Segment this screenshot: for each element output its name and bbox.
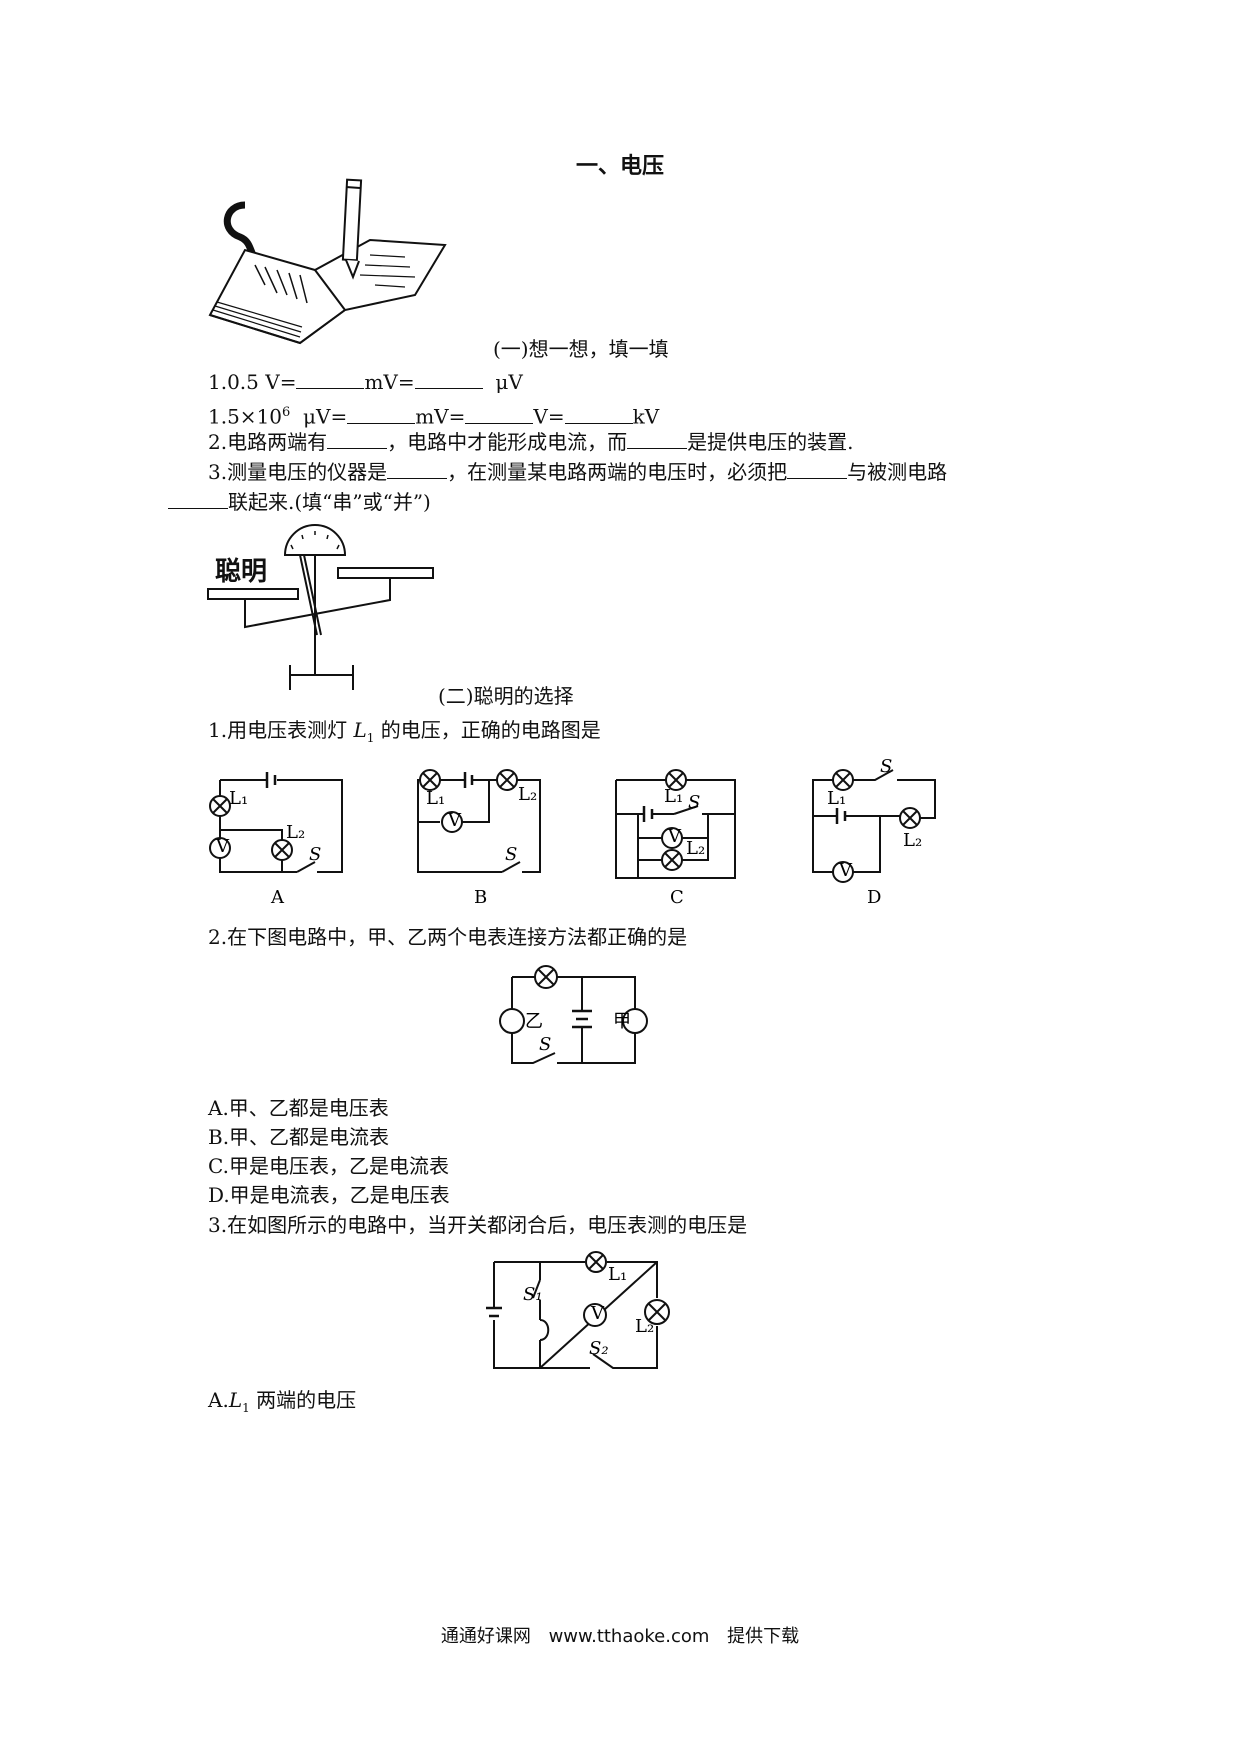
choice-question-2: 2.在下图电路中，甲、乙两个电表连接方法都正确的是 xyxy=(208,925,688,949)
q3-option-a[interactable]: A.L1 两端的电压 xyxy=(208,1384,356,1424)
lamp1-label: L₁ xyxy=(426,788,445,809)
book-pencil-illustration xyxy=(208,178,447,345)
q3a-prefix: A. xyxy=(208,1388,229,1412)
question-1a: 1.0.5 V= mV= μV xyxy=(208,366,523,398)
lamp1-label: L₁ xyxy=(664,786,683,807)
q1a-suffix: μV xyxy=(495,370,523,394)
blank[interactable] xyxy=(787,460,848,479)
balance-illustration: 聪明 xyxy=(207,524,434,690)
voltmeter-label: V xyxy=(590,1303,605,1324)
blank[interactable] xyxy=(465,405,534,424)
voltmeter-label: V xyxy=(667,826,682,847)
q3a-sub: 1 xyxy=(242,1401,250,1415)
lamp1-label: L₁ xyxy=(229,788,248,809)
switch-label: S xyxy=(505,844,517,865)
q3a-var: L xyxy=(228,1388,243,1412)
switch-label: S xyxy=(539,1034,551,1055)
cq1-var: L xyxy=(353,718,367,742)
q1a-prefix: 1.0.5 V= xyxy=(208,370,297,394)
option-label-c: C xyxy=(670,887,684,908)
circuit-diagram-a: L₁ L₂ V S A xyxy=(209,772,343,908)
blank[interactable] xyxy=(414,370,483,389)
option-label-b: B xyxy=(474,887,487,908)
q3-mid2: 与被测电路 xyxy=(847,460,948,484)
voltmeter-label: V xyxy=(215,836,230,857)
question-3-line2: 联起来.(填“串”或“并”) xyxy=(168,486,431,518)
blank[interactable] xyxy=(327,430,388,449)
circuit-diagram-d: L₁ S L₂ V D xyxy=(812,756,936,908)
q2-suffix: 是提供电压的装置. xyxy=(687,430,854,454)
voltmeter-label: V xyxy=(838,860,853,881)
q3-line2-suffix: 联起来.(填“串”或“并”) xyxy=(228,490,431,514)
circuit-diagram-q2: 乙 甲 S xyxy=(499,965,648,1064)
cq1-suffix: 的电压，正确的电路图是 xyxy=(374,718,601,742)
lamp1-label: L₁ xyxy=(827,788,846,809)
q2-option-a[interactable]: A.甲、乙都是电压表 xyxy=(208,1096,389,1120)
blank[interactable] xyxy=(168,490,228,509)
lamp2-label: L₂ xyxy=(518,784,537,805)
switch-label: S xyxy=(309,844,321,865)
question-1b: 1.5×106 μV= mV= V= kV xyxy=(208,397,659,433)
circuit-diagram-c: L₁ S V L₂ C xyxy=(615,769,736,908)
q2-mid: ，电路中才能形成电流，而 xyxy=(387,430,628,454)
switch1-label: S₁ xyxy=(523,1284,543,1305)
choice-question-1: 1.用电压表测灯 L1 的电压，正确的电路图是 xyxy=(208,714,601,754)
blank[interactable] xyxy=(296,370,365,389)
q2-option-c[interactable]: C.甲是电压表，乙是电流表 xyxy=(208,1154,449,1178)
lamp2-label: L₂ xyxy=(635,1316,654,1337)
q1b-unit4: kV xyxy=(632,404,660,429)
switch-label: S xyxy=(880,756,892,777)
blank[interactable] xyxy=(627,430,688,449)
lamp1-label: L₁ xyxy=(608,1264,627,1285)
q1a-mid: mV= xyxy=(364,370,415,394)
cq1-prefix: 1.用电压表测灯 xyxy=(208,718,354,742)
q2-option-d[interactable]: D.甲是电流表，乙是电压表 xyxy=(208,1183,450,1207)
q1b-unit2: mV= xyxy=(415,404,466,429)
q1b-prefix: 1.5×10 xyxy=(208,404,283,429)
section2-heading: (二)聪明的选择 xyxy=(438,684,574,708)
circuit-diagram-b: L₁ L₂ V S B xyxy=(417,769,541,908)
option-label-a: A xyxy=(270,887,285,908)
meter-yi-label: 乙 xyxy=(525,1011,543,1032)
lamp2-label: L₂ xyxy=(286,822,305,843)
q3a-suffix: 两端的电压 xyxy=(249,1388,357,1412)
blank[interactable] xyxy=(387,460,448,479)
section1-heading: (一)想一想，填一填 xyxy=(493,337,669,361)
q2-prefix: 2.电路两端有 xyxy=(208,430,328,454)
q1b-unit1: μV= xyxy=(303,404,348,429)
meter-jia-label: 甲 xyxy=(613,1011,631,1032)
q1b-unit3: V= xyxy=(533,404,565,429)
q2-option-b[interactable]: B.甲、乙都是电流表 xyxy=(208,1125,390,1149)
q3-mid1: ，在测量某电路两端的电压时，必须把 xyxy=(447,460,788,484)
cq1-sub: 1 xyxy=(366,731,375,745)
footer-site: 通通好课网 xyxy=(440,1626,531,1647)
banner-text: 聪明 xyxy=(215,556,267,587)
voltmeter-label: V xyxy=(447,810,462,831)
question-2: 2.电路两端有 ，电路中才能形成电流，而 是提供电压的装置. xyxy=(208,426,853,458)
option-label-d: D xyxy=(867,887,881,908)
switch2-label: S₂ xyxy=(589,1338,609,1359)
q3-prefix: 3.测量电压的仪器是 xyxy=(208,460,388,484)
page-title: 一、电压 xyxy=(575,153,664,179)
lamp2-label: L₂ xyxy=(686,838,705,859)
question-3: 3.测量电压的仪器是 ，在测量某电路两端的电压时，必须把 与被测电路 xyxy=(208,456,947,488)
blank[interactable] xyxy=(347,405,416,424)
footer-note: 提供下载 xyxy=(727,1626,800,1647)
choice-question-3: 3.在如图所示的电路中，当开关都闭合后，电压表测的电压是 xyxy=(208,1213,748,1237)
footer-url[interactable]: www.tthaoke.com xyxy=(548,1626,710,1647)
page-footer: 通通好课网 www.tthaoke.com 提供下载 xyxy=(0,1622,1240,1648)
circuit-diagram-q3: L₁ S₁ V L₂ S₂ xyxy=(486,1251,670,1369)
switch-label: S xyxy=(688,792,700,813)
blank[interactable] xyxy=(564,405,633,424)
q1b-exponent: 6 xyxy=(282,405,291,420)
lamp2-label: L₂ xyxy=(903,830,922,851)
